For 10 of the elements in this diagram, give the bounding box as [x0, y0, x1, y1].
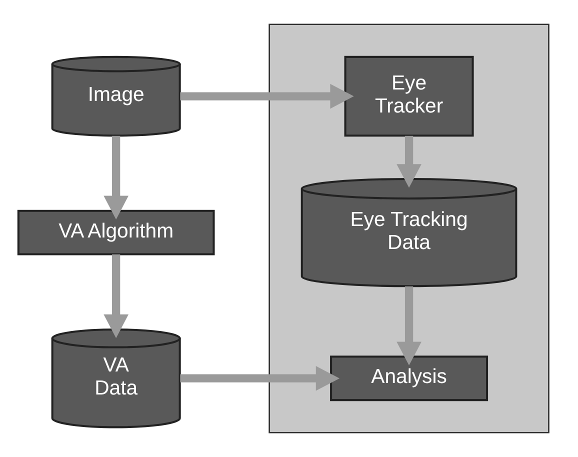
node-box: Eye Tracker — [344, 56, 474, 137]
arrow — [104, 254, 128, 338]
arrow — [396, 136, 422, 188]
node-box: VA Algorithm — [17, 210, 215, 256]
node-box: Analysis — [330, 356, 488, 402]
arrow — [396, 286, 422, 366]
arrow — [180, 84, 354, 109]
arrow — [180, 366, 340, 391]
cluster — [268, 24, 550, 434]
arrow — [104, 136, 128, 220]
